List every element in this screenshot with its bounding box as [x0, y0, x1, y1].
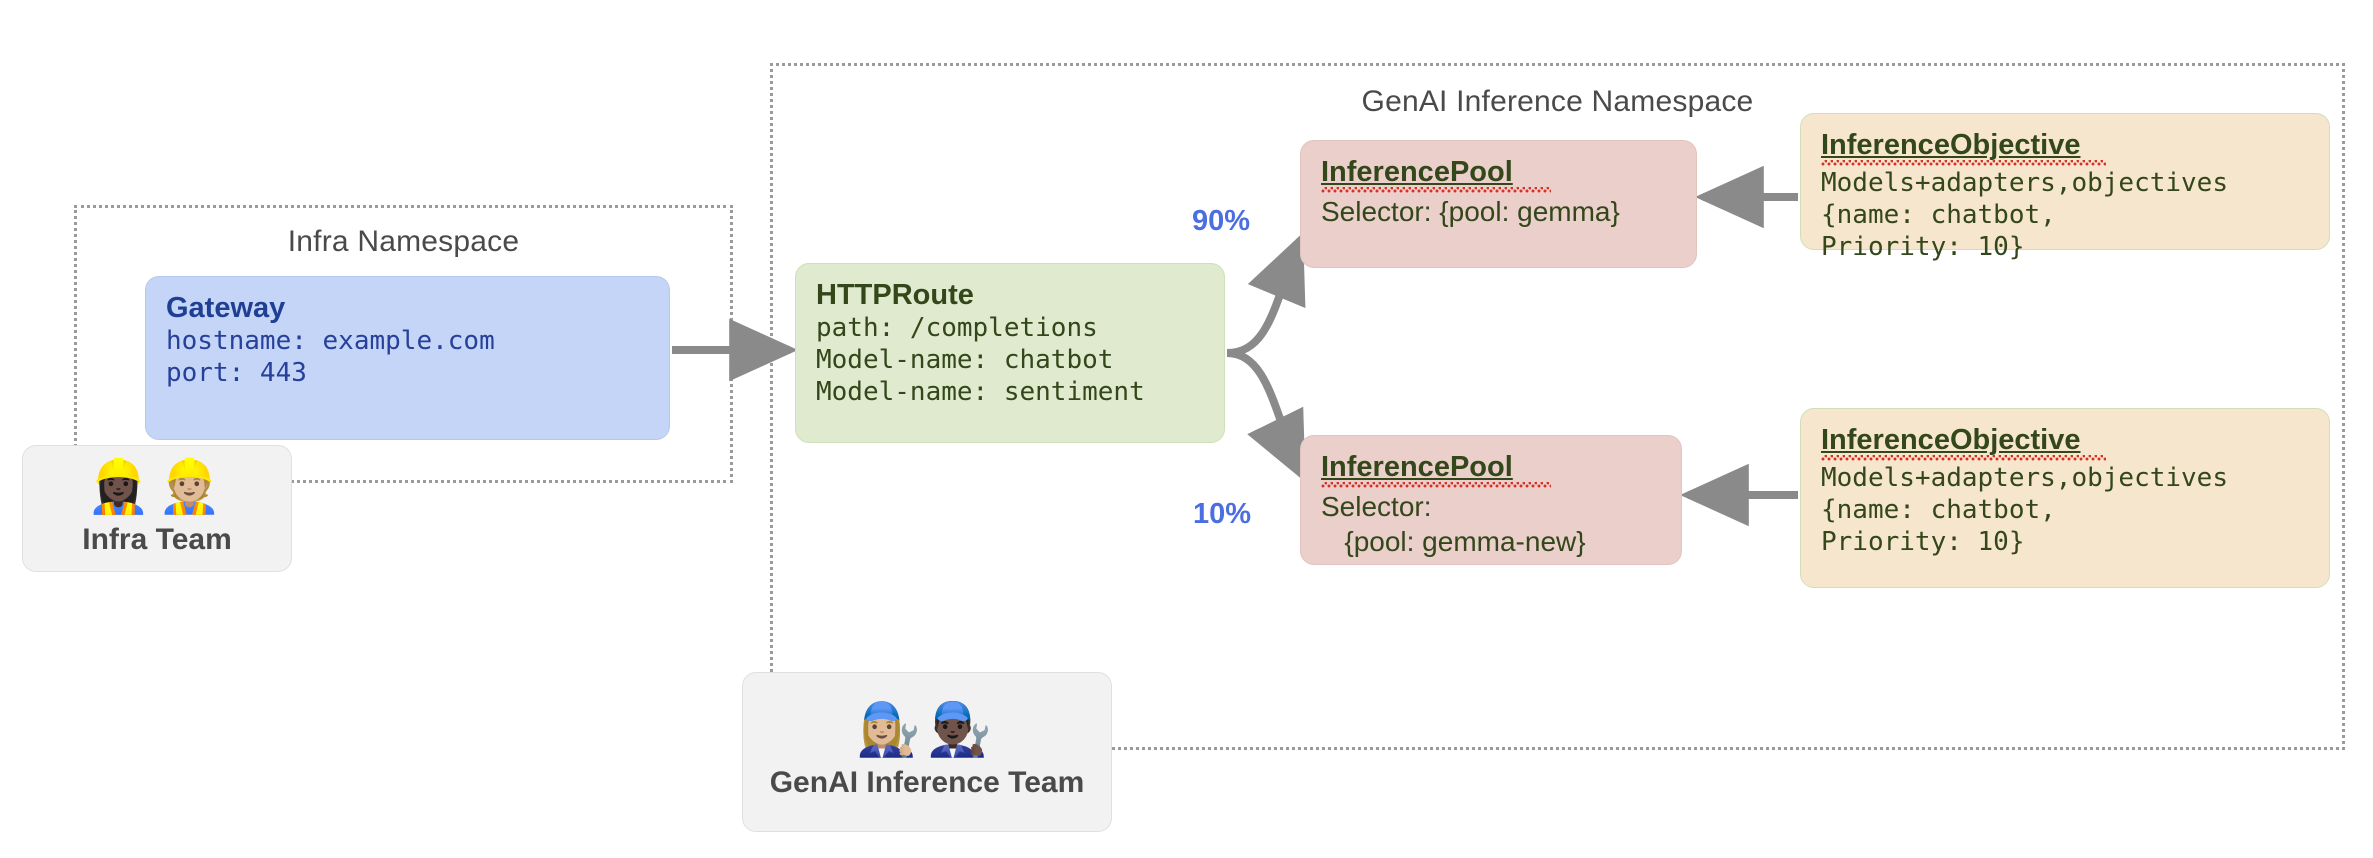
infra-namespace-title: Infra Namespace [287, 225, 520, 258]
inferenceobjective-node-2[interactable]: InferenceObjective Models+adapters,objec… [1800, 408, 2330, 588]
httproute-line-path: path: /completions [816, 313, 1098, 344]
gateway-line-port: port: 443 [166, 358, 307, 389]
httproute-title: HTTPRoute [816, 279, 974, 311]
genai-namespace-box [770, 63, 2345, 750]
genai-team-card[interactable]: 👩🏼‍🔧👨🏿‍🔧 GenAI Inference Team [742, 672, 1112, 832]
gateway-title: Gateway [166, 292, 286, 324]
inferencepool-node-2[interactable]: InferencePool Selector: {pool: gemma-new… [1300, 435, 1682, 565]
inferenceobjective-node-1[interactable]: InferenceObjective Models+adapters,objec… [1800, 113, 2330, 262]
inferenceobjective-2-line-1: {name: chatbot, [1821, 495, 2056, 526]
genai-team-people-icon: 👩🏼‍🔧👨🏿‍🔧 [856, 700, 998, 760]
infra-team-people-icon: 👷🏿‍♀️👷🏼 [86, 456, 228, 517]
gateway-line-hostname: hostname: example.com [166, 326, 495, 357]
genai-team-label: GenAI Inference Team [769, 766, 1085, 799]
inferencepool-node-1[interactable]: InferencePool Selector: {pool: gemma} [1300, 140, 1697, 268]
httproute-line-model-2: Model-name: sentiment [816, 376, 1145, 407]
inferenceobjective-2-line-2: Priority: 10} [1821, 526, 2025, 557]
infra-team-card[interactable]: 👷🏿‍♀️👷🏼 Infra Team [22, 445, 292, 572]
weight-label-bottom: 10% [1193, 498, 1252, 530]
httproute-node[interactable]: HTTPRoute path: /completions Model-name:… [795, 263, 1225, 443]
infra-team-label: Infra Team [82, 522, 232, 556]
weight-label-top: 90% [1192, 205, 1251, 237]
spellcheck-squiggle-icon [1321, 482, 1551, 490]
inferenceobjective-2-line-0: Models+adapters,objectives [1821, 463, 2228, 494]
inferenceobjective-1-line-0: Models+adapters,objectives [1821, 168, 2228, 199]
genai-namespace-title: GenAI Inference Namespace [1361, 85, 1754, 118]
inferenceobjective-title-2: InferenceObjective [1821, 424, 2081, 456]
inferencepool-selector-2b: {pool: gemma-new} [1321, 525, 1586, 557]
inferencepool-title-1: InferencePool [1321, 156, 1513, 188]
gateway-node[interactable]: Gateway hostname: example.com port: 443 [145, 276, 670, 440]
inferenceobjective-1-line-1: {name: chatbot, [1821, 200, 2056, 231]
inferencepool-selector-1: Selector: {pool: gemma} [1321, 196, 1620, 228]
inferencepool-selector-2a: Selector: [1321, 491, 1432, 523]
httproute-line-model-1: Model-name: chatbot [816, 345, 1114, 376]
inferenceobjective-title-1: InferenceObjective [1821, 129, 2081, 161]
inferenceobjective-1-line-2: Priority: 10} [1821, 231, 2025, 262]
spellcheck-squiggle-icon [1821, 160, 2106, 168]
spellcheck-squiggle-icon [1321, 187, 1551, 195]
spellcheck-squiggle-icon [1821, 455, 2106, 463]
inferencepool-title-2: InferencePool [1321, 451, 1513, 483]
